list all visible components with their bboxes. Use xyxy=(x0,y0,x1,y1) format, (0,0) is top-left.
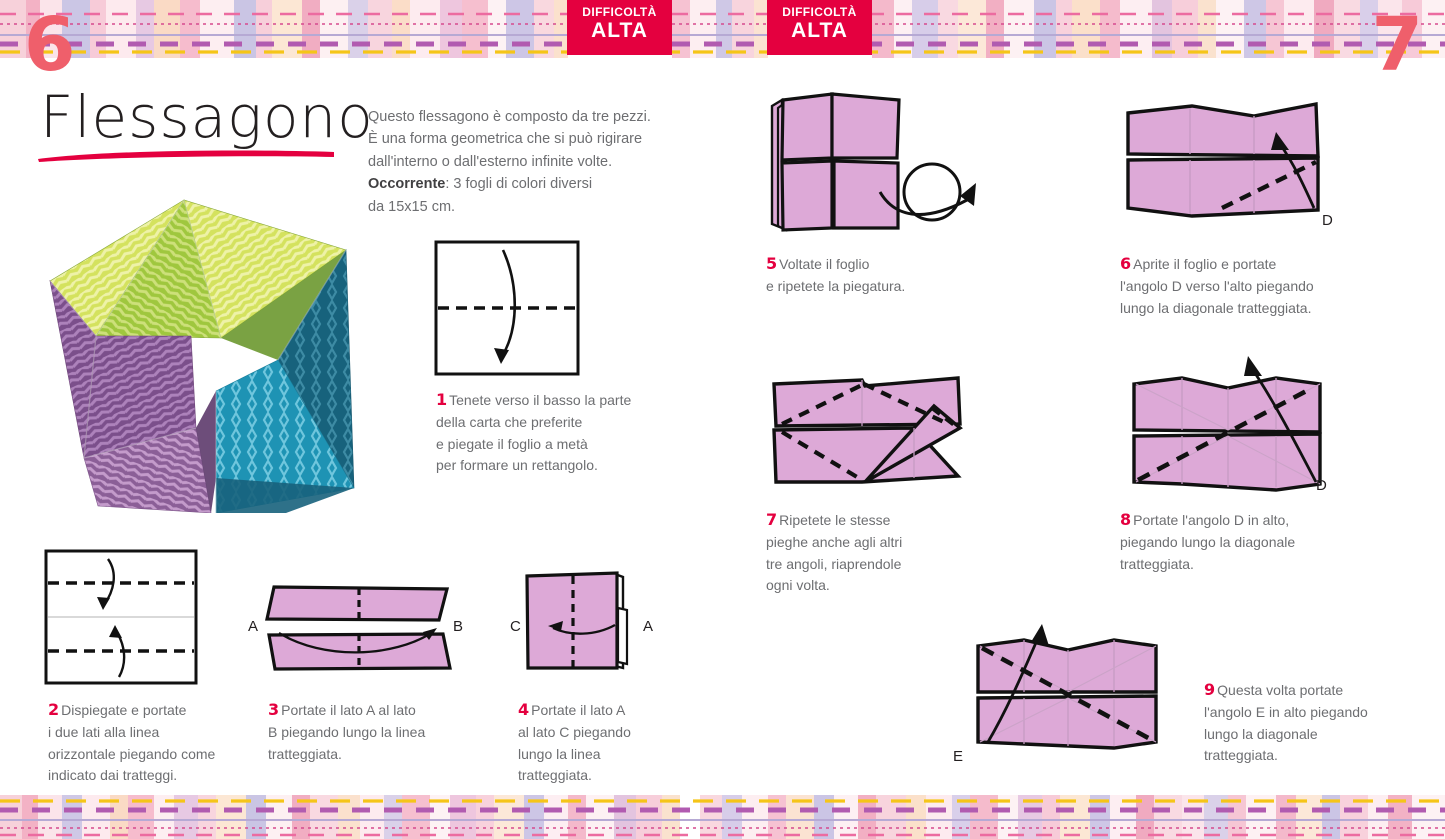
step-5-diagram xyxy=(770,92,976,232)
step-3-label-B: B xyxy=(453,618,464,635)
flip-over-loop-icon xyxy=(902,162,962,222)
photo-panel-purple xyxy=(49,279,216,513)
photo-panel-teal xyxy=(215,248,355,513)
step-5-line-2: e ripetete la piegatura. xyxy=(766,278,906,295)
step-4-diagram xyxy=(525,571,629,670)
step-4-line-4: tratteggiata. xyxy=(518,766,592,783)
difficulty-badge-left: DIFFICOLTÀ ALTA xyxy=(567,0,672,55)
step-1-number: 1 xyxy=(436,390,448,409)
step-8-line-1: Portate l'angolo D in alto, xyxy=(1133,512,1290,528)
step-8-label-D: D xyxy=(1316,477,1327,494)
step-7-number: 7 xyxy=(766,510,778,529)
step-8-line-2: piegando lungo la diagonale xyxy=(1120,534,1296,551)
step-9-diagram xyxy=(976,624,1158,750)
step-7-diagram xyxy=(772,376,963,484)
difficulty-label: DIFFICOLTÀ xyxy=(582,5,657,19)
step-8-number: 8 xyxy=(1120,510,1132,529)
fold-dashed-diagonal xyxy=(1221,160,1317,210)
step-4-label-A: A xyxy=(643,618,654,635)
intro-line-3: dall'interno o dall'esterno infinite vol… xyxy=(368,153,613,170)
step-7-line-4: ogni volta. xyxy=(766,576,830,593)
step-8-diagram xyxy=(1132,356,1322,492)
bottom-decorative-border xyxy=(0,795,1445,839)
step-4-line-1: Portate il lato A xyxy=(531,702,626,718)
step-3-number: 3 xyxy=(268,700,280,719)
materials-text: : 3 fogli di colori diversi xyxy=(445,176,593,193)
step-9-label-E: E xyxy=(953,748,964,765)
intro-materials-size: da 15x15 cm. xyxy=(368,198,456,215)
fold-arrow-down xyxy=(499,249,516,359)
step-5-number: 5 xyxy=(766,254,778,273)
step-3-label-A: A xyxy=(248,618,259,635)
step-2-line-1: Dispiegate e portate xyxy=(61,702,187,718)
step-4-label-C: C xyxy=(510,618,521,635)
difficulty-value: ALTA xyxy=(591,19,648,43)
intro-line-2: È una forma geometrica che si può rigira… xyxy=(368,131,643,148)
step-7-line-3: tre angoli, riaprendole xyxy=(766,555,902,572)
step-9-line-2: l'angolo E in alto piegando xyxy=(1204,704,1368,721)
page-title: Flessagono xyxy=(40,83,374,151)
step-5-line-1: Voltate il foglio xyxy=(779,256,870,272)
step-8-line-3: tratteggiata. xyxy=(1120,555,1194,572)
title-underline-swoosh xyxy=(38,150,334,162)
folded-flap xyxy=(863,403,963,484)
step-1-line-3: e piegate il foglio a metà xyxy=(436,435,588,452)
step-6-number: 6 xyxy=(1120,254,1132,273)
page-number-right: 7 xyxy=(1371,2,1423,88)
step-1-line-4: per formare un rettangolo. xyxy=(436,456,598,473)
step-9-line-3: lungo la diagonale xyxy=(1204,725,1318,742)
step-4-line-2: al lato C piegando xyxy=(518,724,631,741)
step-3-line-3: tratteggiata. xyxy=(268,745,342,762)
plaid-pattern-bottom xyxy=(0,795,1445,839)
step-3-line-1: Portate il lato A al lato xyxy=(281,702,416,718)
difficulty-badge-right: DIFFICOLTÀ ALTA xyxy=(767,0,872,55)
step-1-diagram xyxy=(434,240,580,376)
step-6-label-D: D xyxy=(1322,212,1333,229)
step-6-line-1: Aprite il foglio e portate xyxy=(1133,256,1277,272)
materials-label: Occorrente xyxy=(368,176,446,193)
step-4-line-3: lungo la linea xyxy=(518,745,601,762)
step-9-number: 9 xyxy=(1204,680,1216,699)
intro-materials-line: Occorrente: 3 fogli di colori diversi xyxy=(368,173,708,195)
difficulty-value: ALTA xyxy=(791,19,848,43)
step-1-line-1: Tenete verso il basso la parte xyxy=(449,392,632,408)
step-6-line-2: l'angolo D verso l'alto piegando xyxy=(1120,278,1314,295)
step-2-line-2: i due lati alla linea xyxy=(48,724,160,741)
step-1-line-2: della carta che preferite xyxy=(436,414,583,431)
step-2-number: 2 xyxy=(48,700,60,719)
step-9-line-1: Questa volta portate xyxy=(1217,682,1344,698)
step-3-line-2: B piegando lungo la linea xyxy=(268,724,426,741)
step-9-line-4: tratteggiata. xyxy=(1204,746,1278,763)
intro-line-1: Questo flessagono è composto da tre pezz… xyxy=(368,109,651,125)
finished-model-photo xyxy=(49,199,355,513)
step-2-line-3: orizzontale piegando come xyxy=(48,745,216,762)
step-2-diagram xyxy=(44,549,198,685)
difficulty-label: DIFFICOLTÀ xyxy=(782,5,857,19)
step-3-diagram xyxy=(265,585,452,671)
fold-dashed-diagonal xyxy=(980,645,1154,743)
step-6-diagram xyxy=(1126,101,1320,218)
intro-paragraph: Questo flessagono è composto da tre pezz… xyxy=(368,106,708,218)
step-4-number: 4 xyxy=(518,700,530,719)
step-2-line-4: indicato dai tratteggi. xyxy=(48,766,178,783)
step-7-line-2: pieghe anche agli altri xyxy=(766,534,903,551)
fold-dashed-diagonal xyxy=(1136,385,1314,483)
page-number-left: 6 xyxy=(24,2,75,88)
step-6-line-3: lungo la diagonale tratteggiata. xyxy=(1120,299,1312,316)
step-7-line-1: Ripetete le stesse xyxy=(779,512,891,528)
plaid-pattern-top xyxy=(0,0,1445,58)
top-decorative-border xyxy=(0,0,1445,58)
